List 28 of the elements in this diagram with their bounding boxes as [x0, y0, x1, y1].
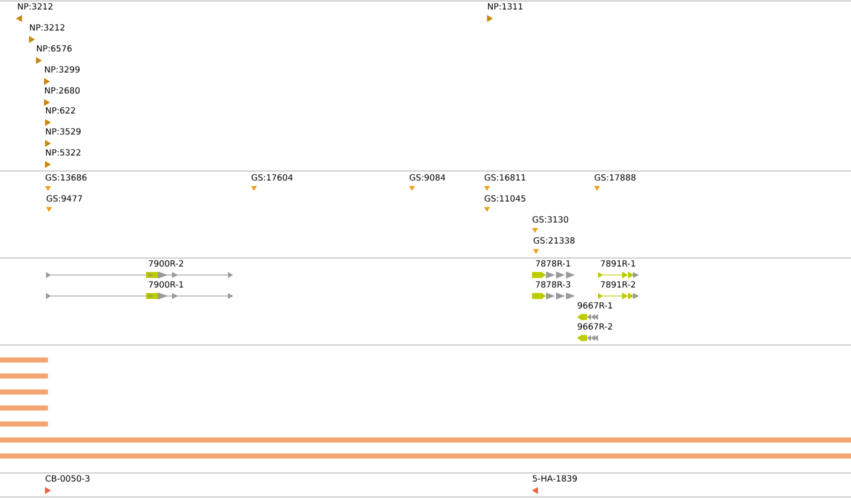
- track-label: GS:17604: [252, 174, 293, 181]
- track-label: GS:17888: [594, 174, 636, 181]
- track-label: 9667R-2: [578, 323, 612, 330]
- track-label: NP:622: [46, 107, 75, 114]
- track-label: NP:3529: [46, 128, 81, 135]
- track-label: GS:9084: [410, 174, 446, 181]
- track-label: NP:3212: [18, 3, 52, 10]
- track-label: CB-0050-3: [46, 475, 90, 482]
- track-label: GS:11045: [484, 195, 526, 202]
- track-label: GS:13686: [46, 174, 87, 181]
- track-label: 7878R-3: [536, 281, 570, 288]
- track-label: GS:16811: [484, 174, 526, 181]
- track-label: 9667R-1: [578, 302, 612, 309]
- track-label: 7878R-1: [536, 260, 570, 267]
- track-label: NP:6576: [37, 45, 72, 52]
- track-label: NP:3212: [30, 24, 64, 31]
- track-label: NP:2680: [45, 87, 80, 94]
- track-label: GS:9477: [46, 195, 82, 202]
- track-label: NP:3299: [45, 66, 80, 73]
- track-label: 7900R-1: [148, 281, 184, 288]
- track-label: NP:5322: [46, 149, 80, 156]
- track-label: NP:1311: [488, 3, 522, 10]
- track-label: 7891R-1: [600, 260, 636, 267]
- track-label: GS:21338: [534, 237, 574, 244]
- track-label: 7900R-2: [148, 260, 184, 267]
- track-label: GS:3130: [532, 216, 568, 223]
- track-label: 5-HA-1839: [532, 475, 577, 482]
- track-label: 7891R-2: [600, 281, 636, 288]
